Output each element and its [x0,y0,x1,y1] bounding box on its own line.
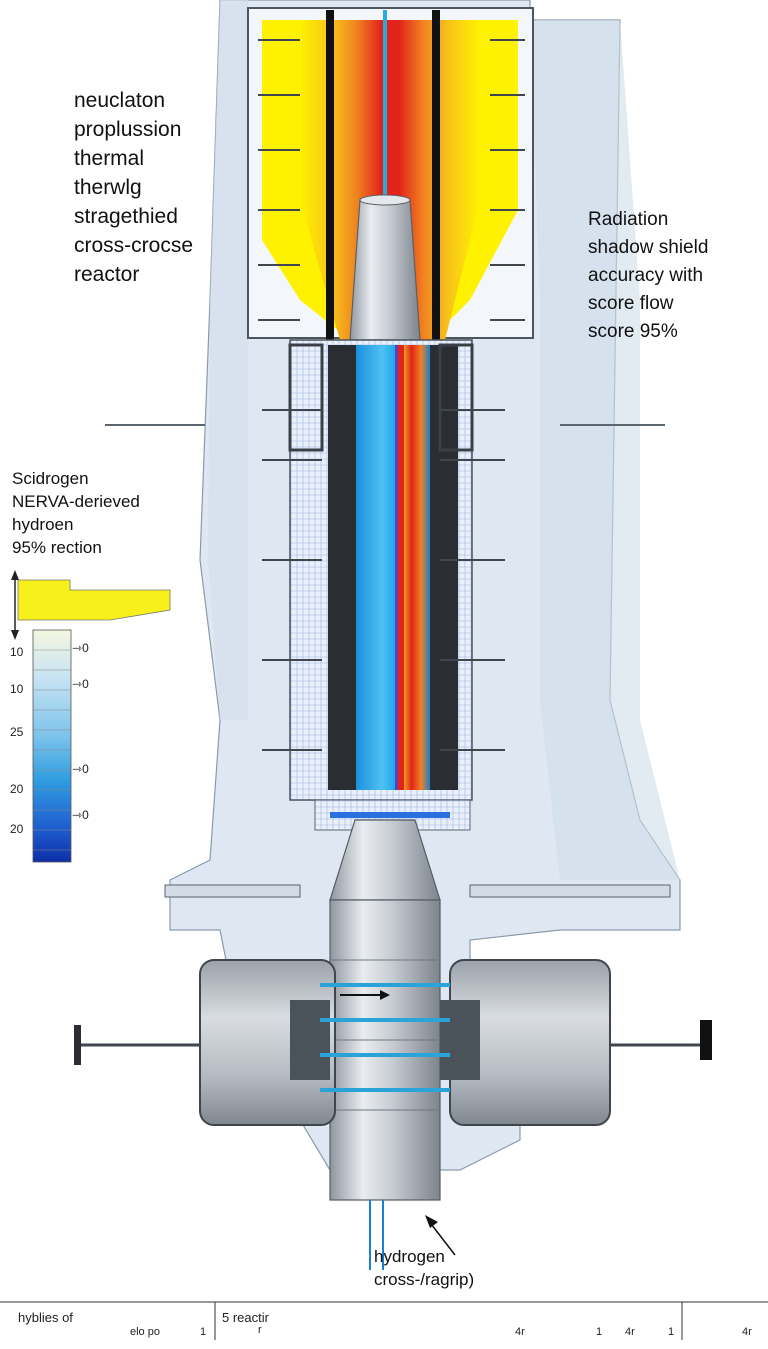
callout-line: hydrogen [374,1247,445,1266]
title-line: proplussion [74,118,182,141]
legend-tick: 20 [10,822,24,836]
upper-chamber [247,7,534,340]
title-line: neuclaton [74,89,166,112]
footer-cell: 4r [742,1326,752,1338]
legend-title: Scidrogen NERVA-derieved hydroen 95% rec… [12,467,140,559]
callout-line: cross-/ragrip) [374,1270,475,1289]
title-line: cross-crocse [74,234,194,257]
note-line: score 95% [588,321,678,342]
reactor-core-column [105,339,665,801]
hydrogen-callout: hydrogen cross-/ragrip) [374,1245,474,1291]
footer-cell: 4r [625,1326,635,1338]
legend-value: ⇾0 [72,641,89,655]
legend-value: ⇾0 [72,677,89,691]
note-line: Radiation [588,209,669,230]
legend-value: ⇾0 [72,762,89,776]
legend-tick: 10 [10,645,24,659]
footer-cell: r [258,1324,262,1336]
legend-title-line: hydroen [12,515,74,534]
footer-cell: hyblies of [18,1310,73,1325]
upper-cone [349,199,421,341]
legend-title-line: Scidrogen [12,469,89,488]
legend-tick: 10 [10,682,24,696]
title-line: stragethied [74,205,178,228]
title-line: reactor [74,263,140,286]
shield-note: Radiation shadow shield accuracy with sc… [588,206,708,346]
legend-value-text: 0 [82,808,89,822]
footer-cell: 1 [200,1326,207,1338]
footer-cell: elo po [130,1326,160,1338]
title-line: thermal [74,147,145,170]
footer-cell: 4r [515,1326,525,1338]
legend-title-line: NERVA-derieved [12,492,140,511]
footer-cell: 1 [668,1326,675,1338]
legend-swatch [17,579,171,621]
legend-value-text: 0 [82,677,89,691]
footer-cell: 1 [596,1326,603,1338]
legend-tick: 25 [10,725,24,739]
note-line: score flow [588,293,674,314]
footer-rule [0,1301,768,1340]
legend-tick: 20 [10,782,24,796]
title-line: therwlg [74,176,142,199]
legend-title-line: 95% rection [12,538,102,557]
legend-value-text: 0 [82,641,89,655]
footer-cell: 5 reactir [222,1310,269,1325]
note-line: shadow shield [588,237,709,258]
side-drums [74,959,712,1126]
title-block: neuclaton proplussion thermal therwlg st… [74,86,193,289]
legend-value: ⇾0 [72,808,89,822]
legend-value-text: 0 [82,762,89,776]
legend-scale [11,570,171,863]
note-line: accuracy with [588,265,704,286]
